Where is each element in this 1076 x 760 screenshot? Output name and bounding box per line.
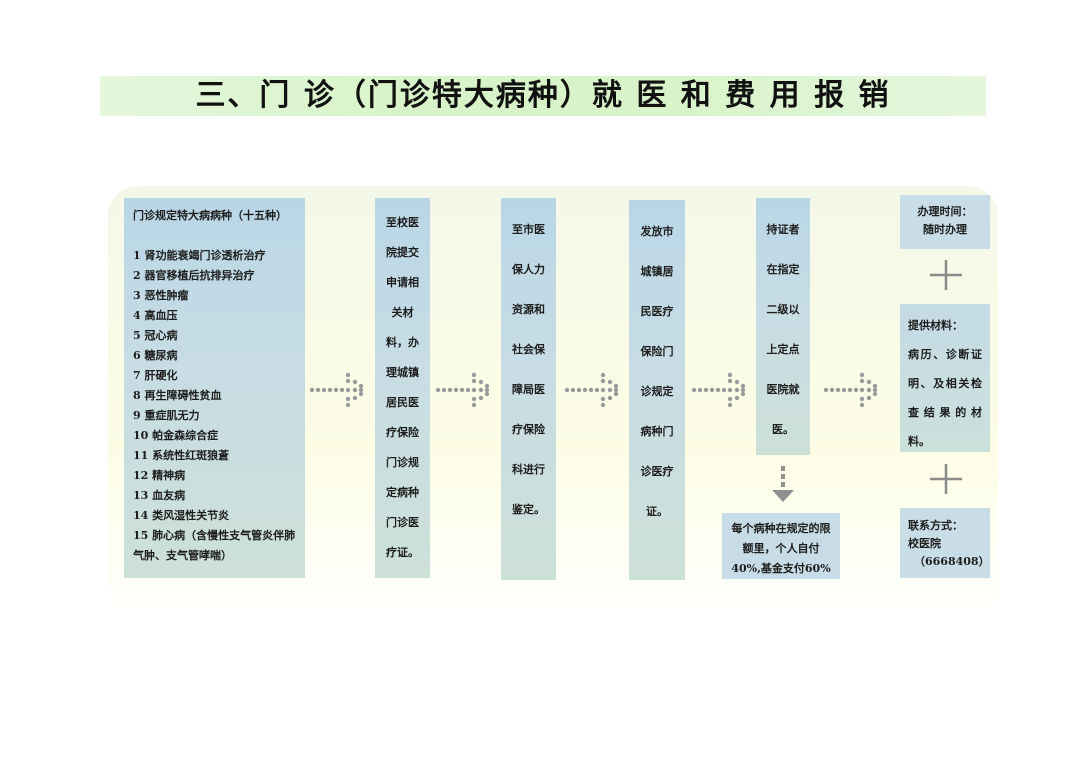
office-hours-label: 办理时间： — [917, 205, 973, 218]
disease-list-box: 门诊规定特大病病种（十五种） 1 肾功能衰竭门诊透析治疗 2 器官移植后抗排异治… — [124, 198, 305, 578]
dashed-down-arrow-icon — [772, 466, 794, 502]
disease-item: 13 血友病 — [133, 489, 186, 502]
disease-item: 14 类风湿性关节炎 — [133, 509, 230, 522]
plus-icon — [930, 464, 962, 494]
disease-item: 4 高血压 — [133, 309, 178, 322]
disease-item: 2 器官移植后抗排异治疗 — [133, 269, 255, 282]
disease-item: 10 帕金森综合症 — [133, 429, 219, 442]
disease-item: 9 重症肌无力 — [133, 409, 200, 422]
materials-box: 提供材料： 病历、诊断证明、及相关检查 结 果 的 材料。 — [900, 304, 990, 452]
office-hours-box: 办理时间： 随时办理 — [900, 195, 990, 249]
disease-list-header: 门诊规定特大病病种（十五种） — [133, 209, 287, 222]
step-1-box: 至校医 院提交 申请相 关材 料，办 理城镇 居民医 疗保险 门诊规 定病种 门… — [375, 198, 430, 578]
dotted-arrow-icon — [309, 372, 364, 408]
dotted-arrow-icon — [823, 372, 878, 408]
title-band — [100, 76, 986, 116]
step-2-box: 至市医 保人力 资源和 社会保 障局医 疗保险 科进行 鉴定。 — [501, 198, 556, 580]
page-title: 三、门 诊（门诊特大病种）就 医 和 费 用 报 销 — [195, 78, 891, 113]
office-hours-value: 随时办理 — [923, 223, 967, 236]
dotted-arrow-icon — [691, 372, 746, 408]
dotted-arrow-icon — [564, 372, 619, 408]
dotted-arrow-icon — [435, 372, 490, 408]
disease-item: 3 恶性肿瘤 — [133, 289, 189, 302]
disease-item: 5 冠心病 — [133, 329, 178, 342]
disease-item: 8 再生障碍性贫血 — [133, 389, 222, 402]
disease-item: 1 肾功能衰竭门诊透析治疗 — [133, 249, 266, 262]
disease-item: 11 系统性红斑狼蒼 — [133, 449, 230, 462]
contact-box: 联系方式： 校医院 （6668408） — [900, 508, 990, 578]
step-3-box: 发放市 城镇居 民医疗 保险门 诊规定 病种门 诊医疗 证。 — [629, 200, 685, 580]
materials-label: 提供材料： — [908, 319, 963, 332]
contact-name: 校医院 — [908, 537, 941, 550]
contact-label: 联系方式： — [908, 519, 963, 532]
disease-item: 15 肺心病（含慢性支气管炎伴肺气肿、支气管哮喘） — [133, 529, 296, 562]
disease-item: 7 肝硬化 — [133, 369, 178, 382]
contact-phone: （6668408） — [914, 555, 990, 568]
plus-icon — [930, 260, 962, 290]
disease-item: 6 糖尿病 — [133, 349, 178, 362]
reimbursement-box: 每个病种在规定的限额里，个人自付40%,基金支付60% — [722, 513, 840, 579]
materials-value: 病历、诊断证明、及相关检查 结 果 的 材料。 — [908, 348, 982, 448]
disease-item: 12 精神病 — [133, 469, 186, 482]
step-4-box: 持证者 在指定 二级以 上定点 医院就 医。 — [756, 198, 810, 455]
